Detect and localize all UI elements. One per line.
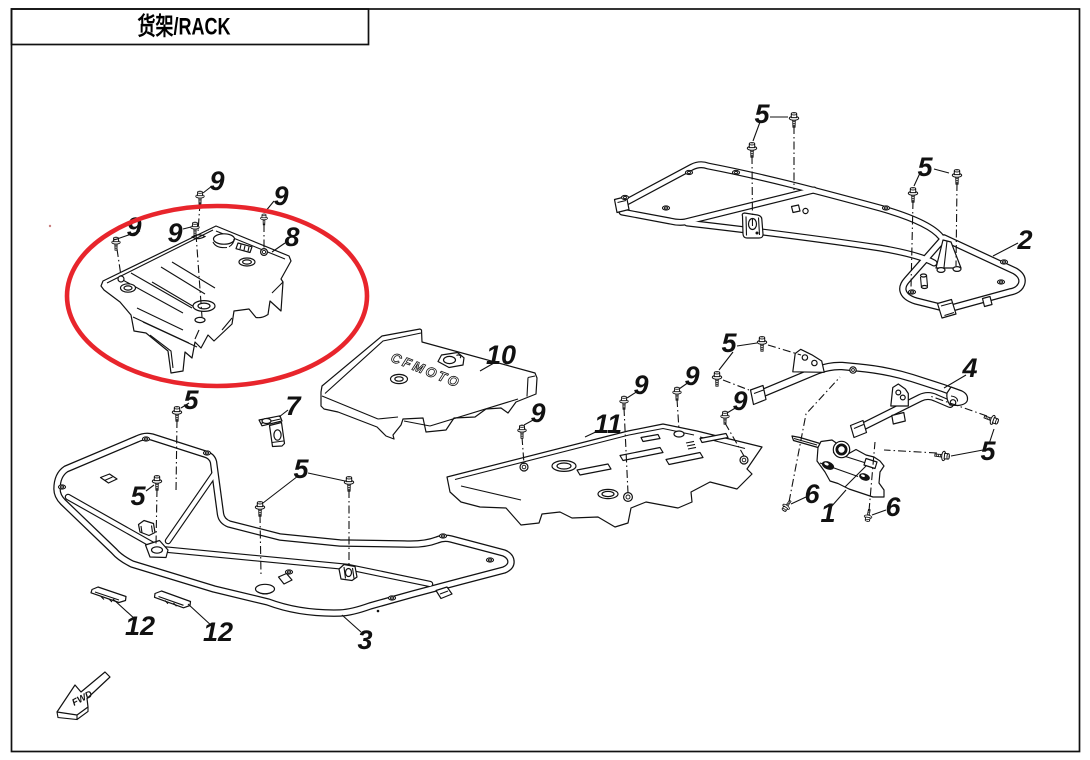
svg-text:9: 9 [209,166,224,196]
svg-text:9: 9 [732,386,747,416]
svg-text:9: 9 [530,398,545,428]
svg-text:5: 5 [721,328,737,358]
svg-text:9: 9 [167,218,182,248]
svg-text:2: 2 [1016,225,1032,255]
svg-text:3: 3 [357,625,372,655]
svg-text:8: 8 [284,222,299,252]
svg-text:5: 5 [293,454,309,484]
svg-text:9: 9 [684,361,699,391]
svg-text:货架/RACK: 货架/RACK [138,12,231,41]
svg-text:5: 5 [917,152,933,182]
svg-text:9: 9 [126,212,141,242]
svg-text:5: 5 [980,436,996,466]
svg-text:4: 4 [961,353,977,383]
svg-text:1: 1 [820,498,835,528]
svg-text:7: 7 [285,391,302,421]
svg-text:12: 12 [203,617,233,647]
svg-text:9: 9 [273,181,288,211]
svg-text:6: 6 [885,492,901,522]
svg-text:5: 5 [183,385,199,415]
svg-text:5: 5 [130,481,146,511]
svg-text:12: 12 [125,611,155,641]
svg-text:5: 5 [754,99,770,129]
svg-text:9: 9 [633,370,648,400]
svg-text:10: 10 [486,340,516,370]
svg-text:11: 11 [594,409,622,439]
svg-text:6: 6 [804,479,820,509]
